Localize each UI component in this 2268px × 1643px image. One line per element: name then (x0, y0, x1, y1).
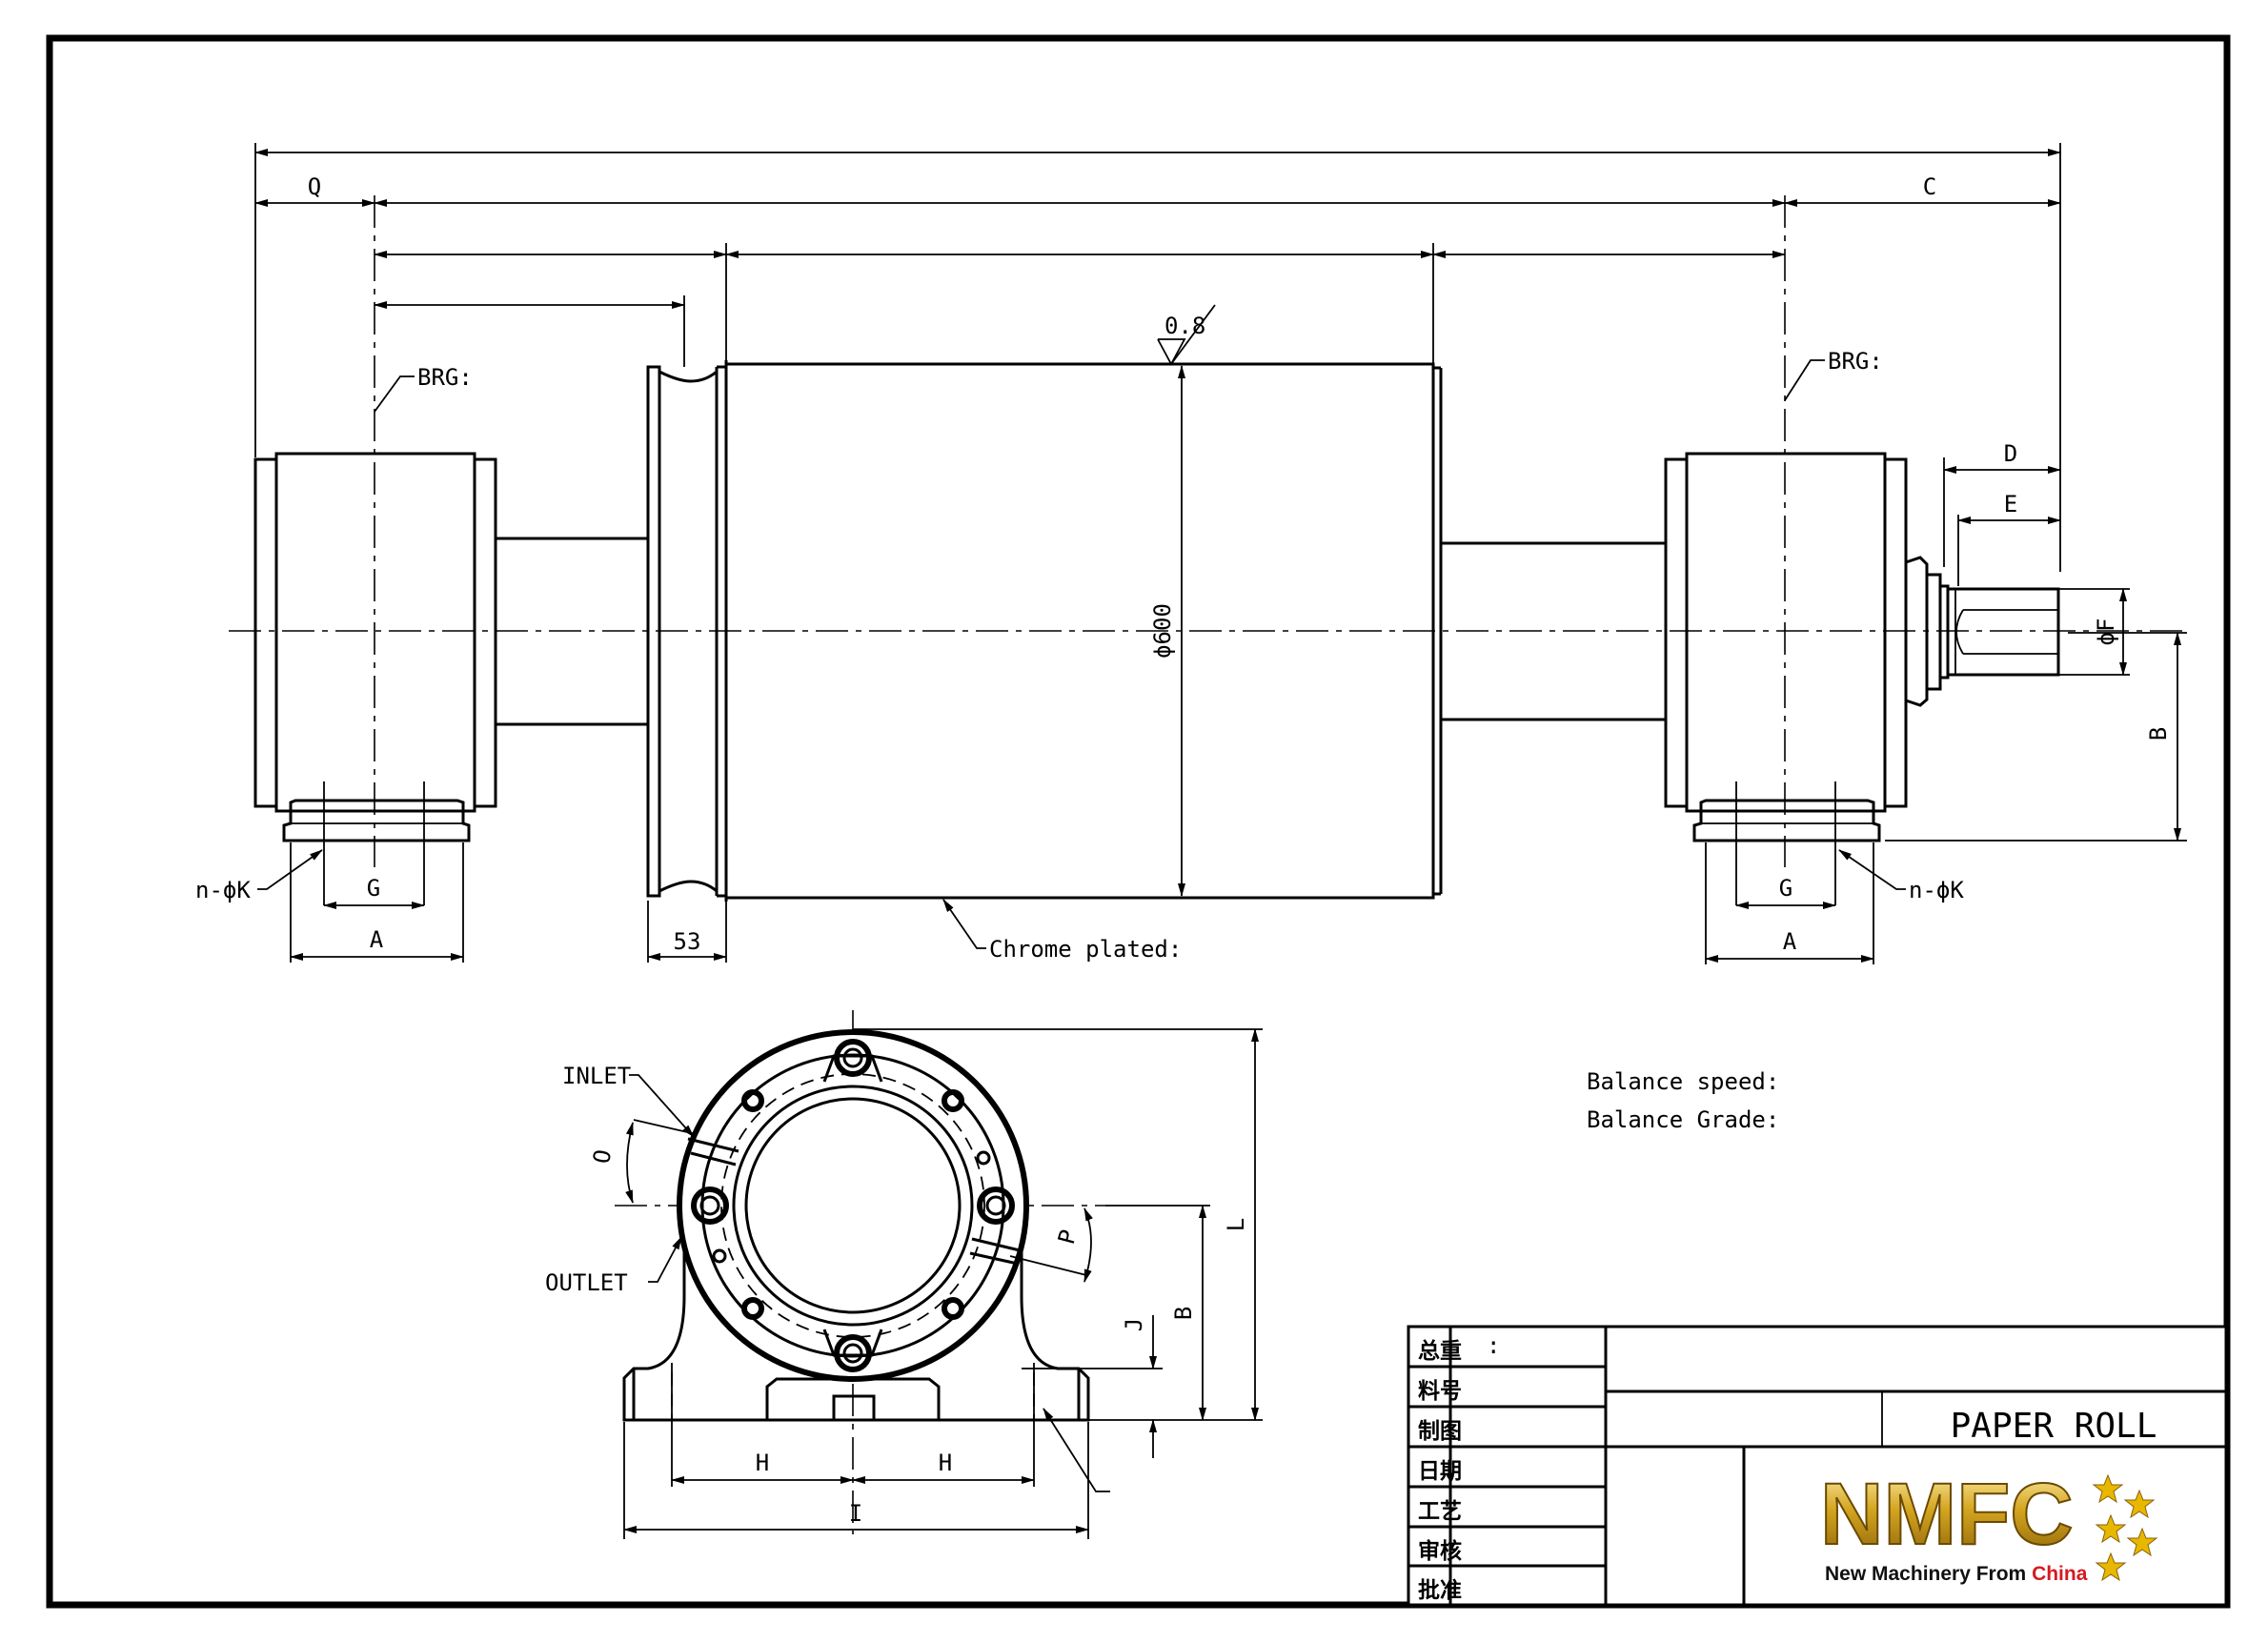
chrome-plated-label: Chrome plated: (989, 936, 1182, 963)
end-view: INLET OUTLET O P L B J H H I (545, 1010, 1263, 1539)
inlet-label: INLET (562, 1063, 631, 1089)
dim-n-k-left: n-ϕK (195, 877, 251, 903)
drawing-title: PAPER ROLL (1951, 1407, 2157, 1446)
dim-a-left: A (370, 926, 384, 953)
tb-weight-value: : (1487, 1332, 1500, 1359)
drive-end (1905, 556, 2060, 707)
dim-q: Q (308, 173, 321, 200)
star-icon (2095, 1552, 2127, 1582)
tb-row-approve: 批准 (1418, 1578, 1462, 1603)
surface-finish-symbol: 0.8 (1157, 304, 1216, 366)
roll-body (724, 362, 1435, 900)
dim-53: 53 (674, 928, 701, 955)
drawing-frame (46, 34, 2231, 1609)
dim-h-right: H (939, 1450, 952, 1476)
dim-h-left: H (756, 1450, 769, 1476)
left-bearing-housing (253, 452, 497, 842)
star-icon (2126, 1527, 2158, 1557)
dim-a-right: A (1783, 928, 1797, 955)
dim-g-right: G (1779, 875, 1792, 902)
tb-row-weight: 总重 (1418, 1338, 1462, 1364)
balance-grade-label: Balance Grade: (1587, 1106, 1779, 1133)
outlet-label: OUTLET (545, 1269, 628, 1296)
tb-row-review: 审核 (1418, 1538, 1462, 1564)
dim-diameter-600: ϕ600 (1149, 603, 1176, 659)
star-icon (2123, 1489, 2156, 1519)
dim-j: J (1121, 1318, 1147, 1331)
balance-speed-label: Balance speed: (1587, 1068, 1779, 1095)
dim-angle-o: O (588, 1147, 617, 1166)
logo-tagline-part1: New Machinery From (1825, 1563, 2032, 1585)
tb-row-process: 工艺 (1418, 1499, 1462, 1524)
dim-n-k-right: n-ϕK (1909, 877, 1964, 903)
tb-row-drawn: 制图 (1418, 1419, 1462, 1444)
brg-label-left: BRG: (417, 364, 473, 391)
housing-outer (677, 1029, 1029, 1382)
dim-l: L (1223, 1218, 1249, 1231)
brg-label-right: BRG: (1828, 348, 1883, 375)
nmfc-logo: NMFC New Machinery From China (1819, 1465, 2158, 1585)
dim-d: D (2004, 440, 2017, 467)
right-bearing-housing (1664, 452, 1908, 842)
dim-b-side: B (2145, 727, 2172, 740)
logo-tagline-china: China (2032, 1563, 2088, 1585)
title-block: 总重 料号 制图 日期 工艺 审核 批准 : PAPER ROLL NMFC N… (1407, 1325, 2228, 1607)
dim-b-end: B (1170, 1307, 1197, 1320)
dim-i: I (849, 1500, 862, 1527)
svg-text:0.8: 0.8 (1164, 313, 1205, 339)
tb-row-date: 日期 (1418, 1459, 1462, 1484)
dim-phi-f: ϕF (2093, 619, 2119, 646)
star-icon (2095, 1513, 2127, 1544)
tb-row-part-no: 料号 (1418, 1379, 1462, 1404)
star-icon (2092, 1473, 2124, 1504)
logo-tagline: New Machinery From China (1825, 1563, 2088, 1585)
dim-c: C (1923, 173, 1936, 200)
dim-e: E (2004, 491, 2017, 517)
dim-angle-p: P (1053, 1227, 1083, 1247)
dim-g-left: G (367, 875, 380, 902)
logo-wordmark: NMFC (1820, 1466, 2074, 1563)
side-view: Q C 0.8 ϕ600 BRG: BRG: D E ϕF B (195, 143, 2187, 964)
star-icons (2092, 1473, 2158, 1582)
